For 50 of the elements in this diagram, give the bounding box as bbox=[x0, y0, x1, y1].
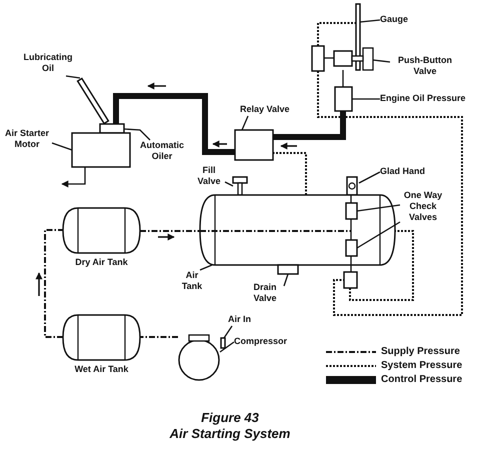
pressure-line bbox=[140, 230, 200, 232]
leader-line bbox=[200, 264, 212, 271]
leader-line bbox=[358, 171, 380, 184]
leader-line bbox=[220, 341, 234, 353]
leader-line bbox=[124, 128, 150, 140]
legend-label: System Pressure bbox=[381, 360, 462, 371]
pipe-line bbox=[350, 219, 352, 240]
leader-line bbox=[52, 142, 72, 151]
callout-label: Drain Valve bbox=[246, 282, 284, 304]
callout-label: Glad Hand bbox=[380, 166, 430, 178]
callout-label: Compressor bbox=[234, 336, 292, 348]
control-pressure-line bbox=[113, 93, 235, 155]
pressure-line bbox=[273, 152, 307, 195]
leader-line bbox=[283, 274, 289, 286]
callout-label: Air Tank bbox=[176, 270, 208, 294]
pipe-line bbox=[342, 70, 344, 87]
legend-label: Control Pressure bbox=[381, 374, 462, 385]
pipe-line bbox=[324, 57, 334, 59]
pipe-line bbox=[350, 195, 352, 203]
pressure-line bbox=[349, 230, 414, 301]
callout-label: Lubricating Oil bbox=[20, 52, 76, 76]
callout-label: Air Starter Motor bbox=[2, 128, 52, 150]
pressure-line bbox=[140, 336, 178, 338]
legend-label: Supply Pressure bbox=[381, 346, 460, 357]
pressure-line bbox=[44, 229, 63, 338]
pressure-line bbox=[317, 71, 463, 316]
leader-line bbox=[372, 59, 390, 63]
pressure-line bbox=[317, 22, 356, 46]
leader-line bbox=[224, 181, 234, 187]
leader-line bbox=[66, 75, 80, 79]
callout-label: One Way Check Valves bbox=[400, 190, 446, 226]
pipe-line bbox=[350, 256, 352, 272]
callout-label: Gauge bbox=[380, 14, 420, 26]
callout-label: Engine Oil Pressure bbox=[380, 93, 485, 105]
leader-line bbox=[223, 326, 233, 338]
leader-line bbox=[241, 116, 249, 130]
tank-label: Wet Air Tank bbox=[74, 364, 130, 375]
callout-label: Fill Valve bbox=[193, 165, 225, 187]
callout-label: Relay Valve bbox=[240, 104, 295, 116]
leader-line bbox=[360, 19, 380, 23]
leader-line bbox=[352, 98, 380, 100]
leader-line bbox=[356, 204, 400, 212]
control-pressure-line bbox=[273, 111, 346, 140]
callout-label: Automatic Oiler bbox=[138, 140, 186, 164]
callout-label: Push-Button Valve bbox=[390, 55, 460, 79]
figure-caption: Figure 43 Air Starting System bbox=[168, 410, 292, 442]
pipe-line bbox=[61, 167, 86, 188]
callout-label: Air In bbox=[228, 314, 258, 326]
tank-label: Dry Air Tank bbox=[74, 257, 129, 268]
leader-line bbox=[356, 221, 400, 249]
